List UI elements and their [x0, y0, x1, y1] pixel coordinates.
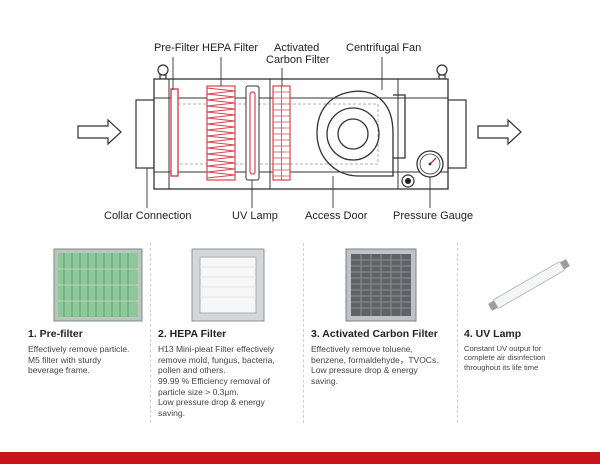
air-handler-diagram [77, 57, 522, 208]
divider [150, 243, 151, 423]
label-collar-connection: Collar Connection [104, 210, 192, 222]
card-uv-lamp: 4. UV Lamp Constant UV output for comple… [464, 246, 594, 372]
pre-filter-image [28, 246, 168, 324]
centrifugal-fan [316, 90, 406, 177]
card-title: 3. Activated Carbon Filter [311, 328, 438, 340]
card-title: 1. Pre-filter [28, 328, 83, 340]
label-pre-filter: Pre-Filter [154, 42, 200, 54]
card-pre-filter: 1. Pre-filter Effectively remove particl… [28, 246, 168, 376]
pressure-gauge-icon [416, 150, 444, 178]
carbon-filter-image [311, 246, 451, 324]
footer-accent-bar [0, 452, 600, 464]
label-centrifugal-fan: Centrifugal Fan [346, 42, 422, 54]
label-access-door: Access Door [305, 210, 368, 222]
card-carbon-filter: 3. Activated Carbon Filter Effectively r… [311, 246, 451, 387]
divider [457, 243, 458, 423]
card-description: Effectively remove particle. M5 filter w… [28, 344, 130, 376]
unit-housing [153, 78, 449, 190]
card-title: 4. UV Lamp [464, 328, 522, 340]
label-hepa-filter: HEPA Filter [202, 42, 259, 54]
card-description: H13 Mini-pleat Filter effectively remove… [158, 344, 275, 418]
label-activated: Activated [274, 42, 320, 54]
uv-lamp-element [245, 85, 260, 181]
carbon-filter-element [272, 85, 291, 181]
card-hepa-filter: 2. HEPA Filter H13 Mini-pleat Filter eff… [158, 246, 298, 418]
outlet-arrow [477, 118, 522, 146]
label-pressure-gauge: Pressure Gauge [393, 210, 474, 222]
inlet-arrow [77, 118, 122, 146]
lifting-eye-right [436, 64, 448, 80]
card-title: 2. HEPA Filter [158, 328, 227, 340]
card-description: Constant UV output for complete air disi… [464, 344, 546, 372]
pre-filter-element [170, 88, 179, 177]
uv-lamp-image [464, 246, 594, 324]
hepa-filter-element [206, 85, 236, 181]
label-uv-lamp: UV Lamp [232, 210, 278, 222]
inlet-collar [135, 99, 155, 169]
lifting-eye-left [157, 64, 169, 80]
label-carbon-filter: Carbon Filter [266, 54, 330, 66]
door-knob-icon [401, 174, 415, 188]
outlet-collar [447, 99, 467, 169]
card-description: Effectively remove toluene, benzene, for… [311, 344, 439, 386]
divider [303, 243, 304, 423]
hepa-filter-image [158, 246, 298, 324]
